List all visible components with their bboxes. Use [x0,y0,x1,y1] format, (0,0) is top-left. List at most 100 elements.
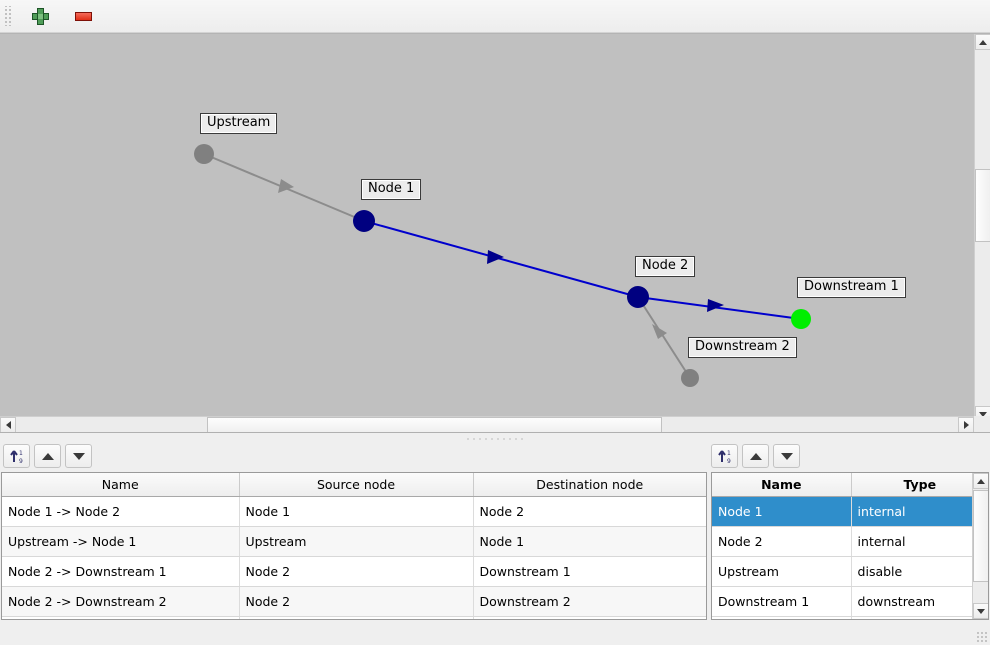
edges-move-down-button[interactable] [65,444,92,468]
remove-button[interactable] [70,3,96,29]
node-name-cell[interactable]: Node 2 [712,526,852,557]
window-resize-grip[interactable] [976,631,988,643]
horizontal-scroll-thumb[interactable] [207,417,662,433]
triangle-right-icon [963,421,969,429]
sort-ascending-icon: 1 9 [717,448,733,465]
edge-source-cell[interactable]: Node 2 [239,586,474,617]
nodes-vertical-scrollbar[interactable] [972,473,988,619]
edge-name-cell[interactable]: Upstream -> Node 1 [2,526,240,557]
edge-name-cell[interactable]: Node 2 -> Downstream 2 [2,586,240,617]
sort-ascending-icon: 1 9 [9,448,25,465]
table-row[interactable]: Node 2 -> Downstream 2 Node 2 Downstream… [2,586,706,617]
empty-cell [239,616,474,619]
graph-node-downstream2[interactable] [681,369,699,387]
edge-source-cell[interactable]: Node 2 [239,556,474,587]
nodes-scroll-up-button[interactable] [973,473,988,489]
nodes-toolbar: 1 9 [711,443,800,469]
table-row[interactable]: Upstream disable [712,556,988,587]
vertical-scroll-thumb[interactable] [975,169,990,242]
scroll-left-button[interactable] [0,417,16,433]
svg-text:9: 9 [19,458,23,464]
nodes-scroll-down-button[interactable] [973,603,988,619]
triangle-down-icon [977,608,985,614]
edges-toolbar: 1 9 [3,443,92,469]
node-type-cell[interactable]: internal [851,526,988,557]
edge-node2-downstream1[interactable] [637,296,802,320]
edge-source-cell[interactable]: Upstream [239,526,474,557]
node-type-cell[interactable]: downstream [851,586,988,617]
add-button[interactable] [27,3,53,29]
svg-text:1: 1 [727,450,731,457]
graph-vertical-scrollbar[interactable] [974,34,990,422]
table-row[interactable]: Node 2 -> Downstream 1 Node 2 Downstream… [2,556,706,587]
toolbar-drag-grip[interactable] [3,6,13,26]
edge-name-cell[interactable]: Node 2 -> Downstream 1 [2,556,240,587]
edges-column-name[interactable]: Name [2,473,240,497]
graph-label-downstream2[interactable]: Downstream 2 [688,337,797,358]
empty-cell [2,616,240,619]
arrowhead-node2-downstream1 [707,299,724,312]
edge-source-cell[interactable]: Node 1 [239,496,474,527]
edges-sort-button[interactable]: 1 9 [3,444,30,468]
edges-move-up-button[interactable] [34,444,61,468]
panel-splitter[interactable] [0,432,990,443]
triangle-up-icon [41,452,54,460]
table-row[interactable]: Node 2 internal [712,526,988,557]
triangle-down-icon [979,411,987,417]
svg-text:1: 1 [19,450,23,457]
svg-text:9: 9 [727,458,731,464]
graph-node-node1[interactable] [353,210,375,232]
table-row[interactable]: Node 1 -> Node 2 Node 1 Node 2 [2,496,706,527]
node-name-cell[interactable]: Upstream [712,556,852,587]
edges-column-source[interactable]: Source node [239,473,474,497]
triangle-up-icon [749,452,762,460]
nodes-table-body: Node 1 internal Node 2 internal Upstream… [712,496,988,619]
edge-node1-node2[interactable] [363,220,639,298]
graph-node-node2[interactable] [627,286,649,308]
edges-table-header-row: Name Source node Destination node [2,473,706,497]
nodes-sort-button[interactable]: 1 9 [711,444,738,468]
edge-node2-downstream2[interactable] [637,296,691,379]
graph-canvas[interactable]: Upstream Node 1 Node 2 Downstream 1 Down… [0,34,974,422]
status-bar [0,621,990,645]
scroll-up-button[interactable] [975,34,990,50]
graph-node-downstream1[interactable] [791,309,811,329]
node-type-cell[interactable]: disable [851,556,988,587]
edges-table[interactable]: Name Source node Destination node Node 1… [1,472,707,620]
arrowhead-node2-downstream2 [652,324,667,339]
nodes-table[interactable]: Name Type Node 1 internal Node 2 interna… [711,472,989,620]
edge-destination-cell[interactable]: Downstream 1 [473,556,706,587]
table-row[interactable]: Downstream 1 downstream [712,586,988,617]
nodes-move-up-button[interactable] [742,444,769,468]
edges-column-destination[interactable]: Destination node [473,473,706,497]
graph-node-upstream[interactable] [194,144,214,164]
graph-label-upstream[interactable]: Upstream [200,113,278,134]
edge-name-cell[interactable]: Node 1 -> Node 2 [2,496,240,527]
main-toolbar [0,0,990,33]
triangle-down-icon [780,452,793,460]
node-name-cell[interactable]: Node 1 [712,496,852,527]
graph-edges-layer [194,144,811,387]
empty-cell [851,616,988,619]
table-row[interactable]: Node 1 internal [712,496,988,527]
scroll-right-button[interactable] [958,417,974,433]
edges-table-body: Node 1 -> Node 2 Node 1 Node 2 Upstream … [2,496,706,619]
minus-icon [74,11,92,21]
graph-horizontal-scrollbar[interactable] [0,416,974,433]
edge-destination-cell[interactable]: Downstream 2 [473,586,706,617]
triangle-down-icon [72,452,85,460]
splitter-grip[interactable] [465,437,525,441]
graph-label-downstream1[interactable]: Downstream 1 [797,277,906,298]
table-row[interactable]: Upstream -> Node 1 Upstream Node 1 [2,526,706,557]
edge-destination-cell[interactable]: Node 2 [473,496,706,527]
nodes-table-header-row: Name Type [712,473,988,497]
nodes-column-type[interactable]: Type [851,473,988,497]
graph-label-node2[interactable]: Node 2 [635,256,696,277]
node-name-cell[interactable]: Downstream 1 [712,586,852,617]
node-type-cell[interactable]: internal [851,496,988,527]
graph-label-node1[interactable]: Node 1 [361,179,422,200]
nodes-column-name[interactable]: Name [712,473,852,497]
nodes-move-down-button[interactable] [773,444,800,468]
edge-destination-cell[interactable]: Node 1 [473,526,706,557]
nodes-scroll-thumb[interactable] [973,490,988,582]
